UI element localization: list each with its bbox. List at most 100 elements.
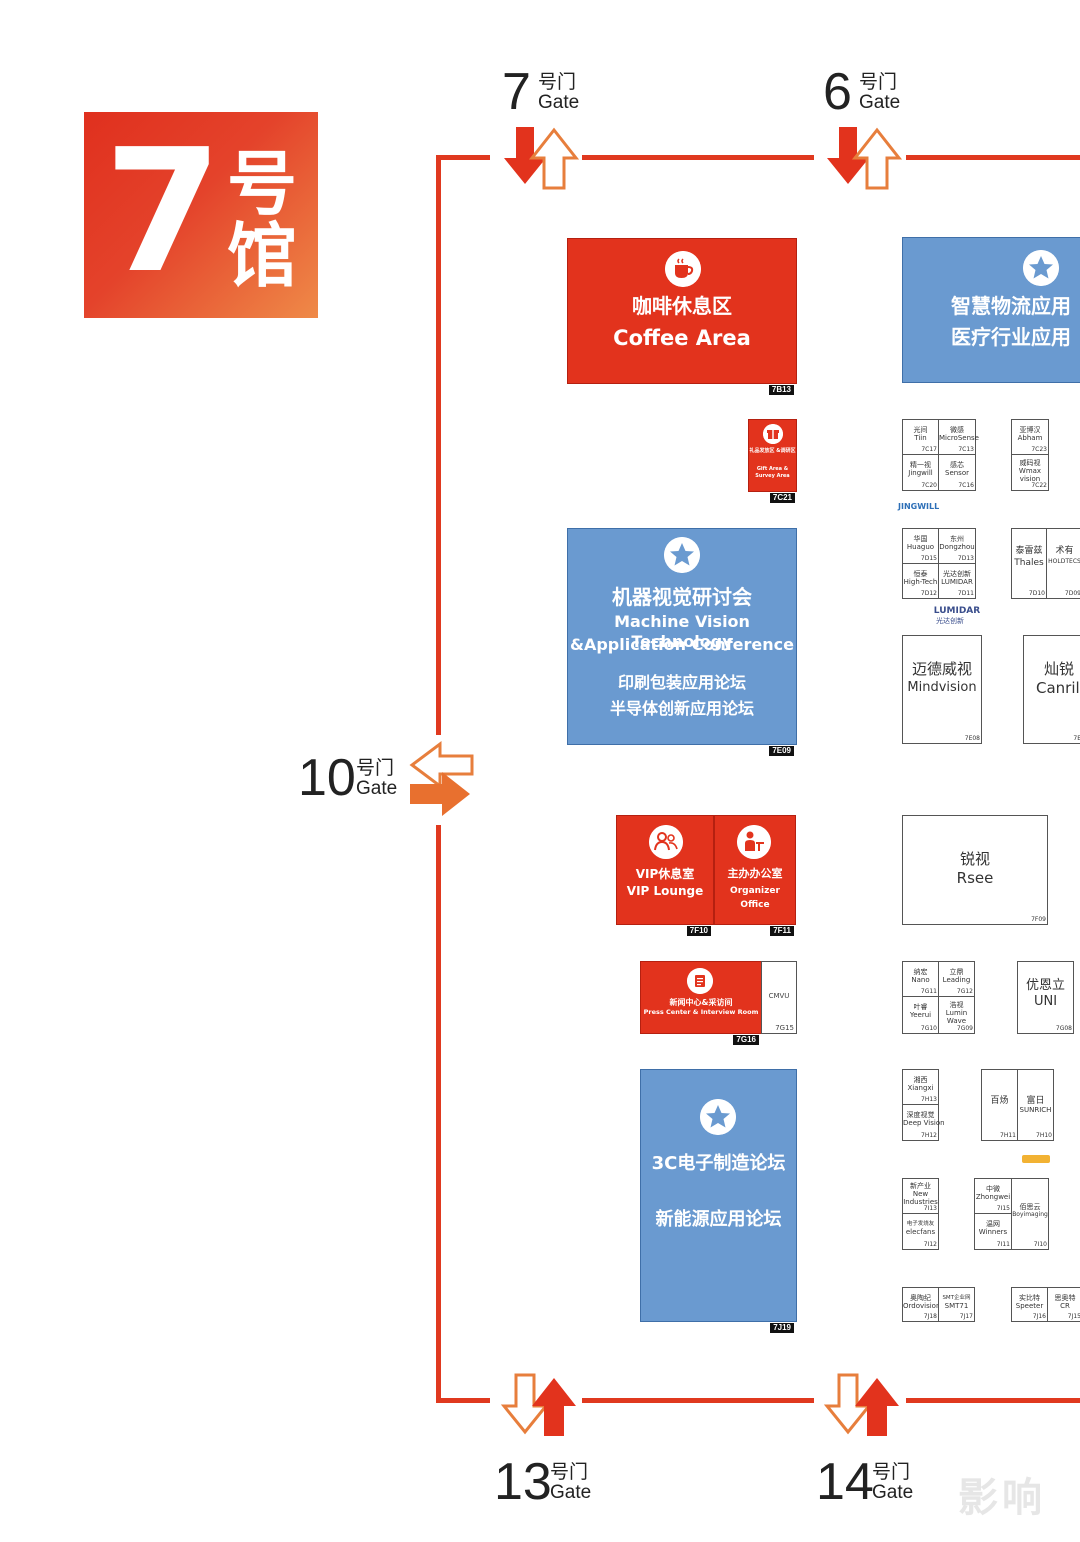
vision-conference-en-line2: &Application Conference — [570, 635, 794, 654]
3c-electronics-forum-title: 3C电子制造论坛 — [651, 1153, 786, 1174]
gate-13-cn: 号门 — [550, 1462, 589, 1483]
coffee-area[interactable]: 咖啡休息区 Coffee Area 7B13 — [567, 238, 797, 395]
gate-13-number: 13 — [494, 1453, 552, 1511]
gate-7-arrow-icon — [504, 127, 580, 190]
lumidar-logo-cn: 光达创新 — [936, 617, 964, 625]
press-center-cn: 新闻中心&采访间 — [669, 998, 733, 1007]
gate-7-cn: 号门 — [538, 72, 577, 93]
gate-10-label: 10 号门 Gate — [298, 752, 408, 806]
hall-char-guan: 馆 — [227, 215, 297, 297]
organizer-office[interactable]: 主办办公室 Organizer Office 7F11 — [714, 815, 796, 936]
hall-char-hao: 号 — [227, 143, 297, 225]
star-icon — [1023, 250, 1059, 286]
sunrich-logo — [1022, 1155, 1050, 1163]
gate-13-label: 13 号门 Gate — [494, 1456, 604, 1510]
press-center[interactable]: 新闻中心&采访间 Press Center & Interview Room 7… — [640, 961, 762, 1045]
cmvu-name: CMVU — [768, 992, 790, 1000]
gate-7-number: 7 — [502, 63, 531, 121]
hall-number: 7 — [104, 113, 223, 311]
gate-7-en: Gate — [538, 92, 580, 113]
machine-vision-conference-area[interactable]: 机器视觉研讨会 Machine Vision Technology &Appli… — [567, 528, 797, 756]
vip-lounge[interactable]: VIP休息室 VIP Lounge 7F10 — [616, 815, 714, 936]
printing-forum-title: 印刷包装应用论坛 — [617, 673, 746, 692]
medical-forum-title: 医疗行业应用 — [951, 325, 1071, 349]
gift-survey-area[interactable]: 礼品发放区 &调研区 Gift Area & Survey Area 7C21 — [748, 419, 797, 503]
vision-conference-cn: 机器视觉研讨会 — [612, 585, 752, 609]
vision-conference-en-line1: Machine Vision Technology — [614, 612, 750, 651]
gift-icon — [763, 424, 783, 444]
hall-badge: 7 号 馆 — [84, 112, 318, 318]
organizer-office-cn: 主办办公室 — [727, 867, 783, 880]
cmvu-code: 7G15 — [775, 1024, 794, 1032]
gift-area-cn: 礼品发放区 &调研区 — [749, 448, 796, 454]
electronics-energy-forum-area[interactable]: 3C电子制造论坛 新能源应用论坛 7J19 — [640, 1069, 797, 1333]
organizer-office-en: Organizer Office — [730, 886, 780, 910]
watermark: 影响 — [958, 1475, 1046, 1521]
gate-14-label: 14 号门 Gate — [816, 1456, 926, 1510]
logistics-forum-title: 智慧物流应用 — [951, 294, 1071, 318]
vip-lounge-code: 7F10 — [686, 926, 711, 936]
gate-6-cn: 号门 — [859, 72, 898, 93]
electronics-forum-code: 7J19 — [770, 1323, 794, 1333]
gate-14-en: Gate — [872, 1482, 914, 1503]
semiconductor-forum-title: 半导体创新应用论坛 — [609, 699, 754, 718]
vip-lounge-en: VIP Lounge — [626, 884, 704, 898]
jingwill-logo: JINGWILL — [898, 502, 940, 511]
gate-13-arrow-icon — [500, 1373, 576, 1436]
gift-area-en: Gift Area & Survey Area — [755, 466, 790, 479]
gate-7-label: 7 号门 Gate — [502, 66, 592, 120]
gate-6-en: Gate — [859, 92, 901, 113]
press-center-code: 7G16 — [733, 1035, 759, 1045]
coffee-cup-icon — [665, 251, 701, 287]
office-person-icon — [737, 825, 771, 859]
new-energy-forum-title: 新能源应用论坛 — [655, 1209, 782, 1230]
lumidar-logo: LUMIDAR — [933, 606, 981, 616]
gate-14-cn: 号门 — [872, 1462, 911, 1483]
logistics-medical-area[interactable]: 智慧物流应用 医疗行业应用 — [902, 237, 1080, 383]
gate-10-cn: 号门 — [356, 758, 395, 779]
gate-13-en: Gate — [550, 1482, 592, 1503]
star-icon — [664, 537, 700, 573]
gate-6-label: 6 号门 Gate — [823, 66, 913, 120]
cmvu-stand[interactable]: CMVU 7G15 — [761, 961, 797, 1034]
coffee-area-en: Coffee Area — [613, 326, 751, 350]
route-bottom — [436, 1398, 1080, 1403]
organizer-office-code: 7F11 — [770, 926, 794, 936]
route-top — [436, 155, 1080, 160]
gate-14-arrow-icon — [823, 1373, 899, 1436]
star-icon — [700, 1099, 736, 1135]
